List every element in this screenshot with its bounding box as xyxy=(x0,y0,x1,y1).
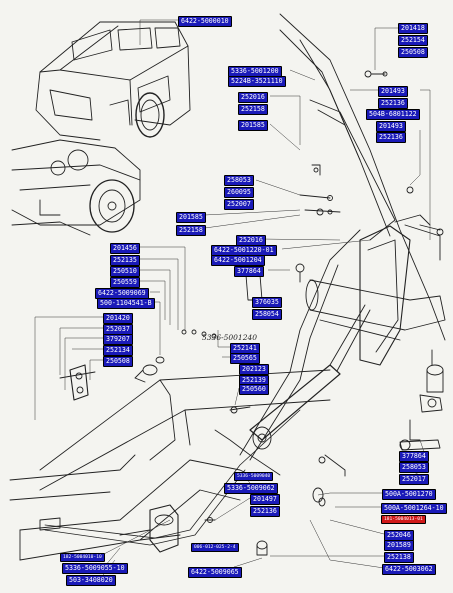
part-label-l32[interactable]: 201420 xyxy=(103,313,133,324)
part-label-l23[interactable]: 201456 xyxy=(110,243,140,254)
part-label-l2[interactable]: 201418 xyxy=(398,23,428,34)
part-label-l42[interactable]: 377864 xyxy=(399,451,429,462)
part-label-l35[interactable]: 252134 xyxy=(103,345,133,356)
part-label-l41[interactable]: 250560 xyxy=(239,384,269,395)
part-label-l56[interactable]: 252138 xyxy=(384,552,414,563)
part-label-l43[interactable]: 258053 xyxy=(399,462,429,473)
part-label-l50[interactable]: 252136 xyxy=(250,506,280,517)
hydraulic-fitting-drawing xyxy=(399,349,444,451)
part-label-l1[interactable]: 6422-5000010 xyxy=(178,16,232,27)
part-label-l8[interactable]: 252136 xyxy=(378,98,408,109)
part-label-l60[interactable]: 503-3408020 xyxy=(66,575,116,586)
part-label-l47[interactable]: 500А-5001270 xyxy=(382,489,436,500)
part-label-l7[interactable]: 201493 xyxy=(378,86,408,97)
frame-rail-drawing xyxy=(279,13,446,366)
engine-chassis-drawing xyxy=(11,139,141,236)
part-label-l29[interactable]: 377864 xyxy=(234,266,264,277)
part-label-l19[interactable]: 252158 xyxy=(176,225,206,236)
part-label-l58[interactable]: 6422-5009065 xyxy=(188,567,242,578)
part-label-l28[interactable]: 500-1104541-В xyxy=(97,298,155,309)
part-label-l9[interactable]: 252016 xyxy=(238,92,268,103)
part-label-l11[interactable]: 504В-6801122 xyxy=(366,109,420,120)
part-label-l51[interactable]: 181-5004013-01 xyxy=(381,515,426,524)
part-label-l14[interactable]: 252136 xyxy=(376,132,406,143)
part-label-l48[interactable]: 201497 xyxy=(250,494,280,505)
leader-lines xyxy=(34,19,431,580)
pump-unit-drawing xyxy=(39,504,181,553)
part-label-l17[interactable]: 252007 xyxy=(224,199,254,210)
part-label-l53[interactable]: 201589 xyxy=(384,540,414,551)
part-label-l54[interactable]: 006-012-025-2-4 xyxy=(191,543,239,552)
part-label-l45[interactable]: 5336-5009040 xyxy=(234,472,274,481)
part-label-l46[interactable]: 5336-5009062 xyxy=(224,483,278,494)
part-label-l57[interactable]: 5336-5009055-10 xyxy=(62,563,128,574)
part-label-l24[interactable]: 252135 xyxy=(110,255,140,266)
part-label-l15[interactable]: 258053 xyxy=(224,175,254,186)
part-label-l36[interactable]: 250508 xyxy=(103,356,133,367)
part-label-l44[interactable]: 252017 xyxy=(399,474,429,485)
part-label-l12[interactable]: 201493 xyxy=(376,121,406,132)
part-label-l39[interactable]: 202123 xyxy=(239,364,269,375)
tilt-cylinder-drawing xyxy=(239,229,371,461)
part-label-l16[interactable]: 260095 xyxy=(224,187,254,198)
part-label-l13[interactable]: 201585 xyxy=(238,120,268,131)
part-label-l30[interactable]: 376035 xyxy=(252,297,282,308)
cab-drawing xyxy=(35,21,191,141)
part-label-l10[interactable]: 252158 xyxy=(238,104,268,115)
part-label-l3[interactable]: 252154 xyxy=(398,35,428,46)
part-label-l4[interactable]: 250508 xyxy=(398,47,428,58)
part-label-l38[interactable]: 250565 xyxy=(230,353,260,364)
part-label-l49[interactable]: 500А-5001264-10 xyxy=(381,503,447,514)
part-label-l31[interactable]: 258054 xyxy=(252,309,282,320)
part-label-l18[interactable]: 201585 xyxy=(176,212,206,223)
drawing-note: 5336-5001240 xyxy=(202,333,258,342)
part-label-l22[interactable]: 6422-5001204 xyxy=(211,255,265,266)
part-label-l25[interactable]: 250510 xyxy=(110,266,140,277)
mounting-bracket-drawing xyxy=(59,356,165,401)
part-label-l55[interactable]: 182-5004010-10 xyxy=(60,553,105,562)
part-label-l34[interactable]: 379207 xyxy=(103,334,133,345)
part-label-l6[interactable]: 5224В-3521110 xyxy=(228,76,286,87)
part-label-l59[interactable]: 6422-5003062 xyxy=(382,564,436,575)
part-label-l26[interactable]: 250559 xyxy=(110,277,140,288)
